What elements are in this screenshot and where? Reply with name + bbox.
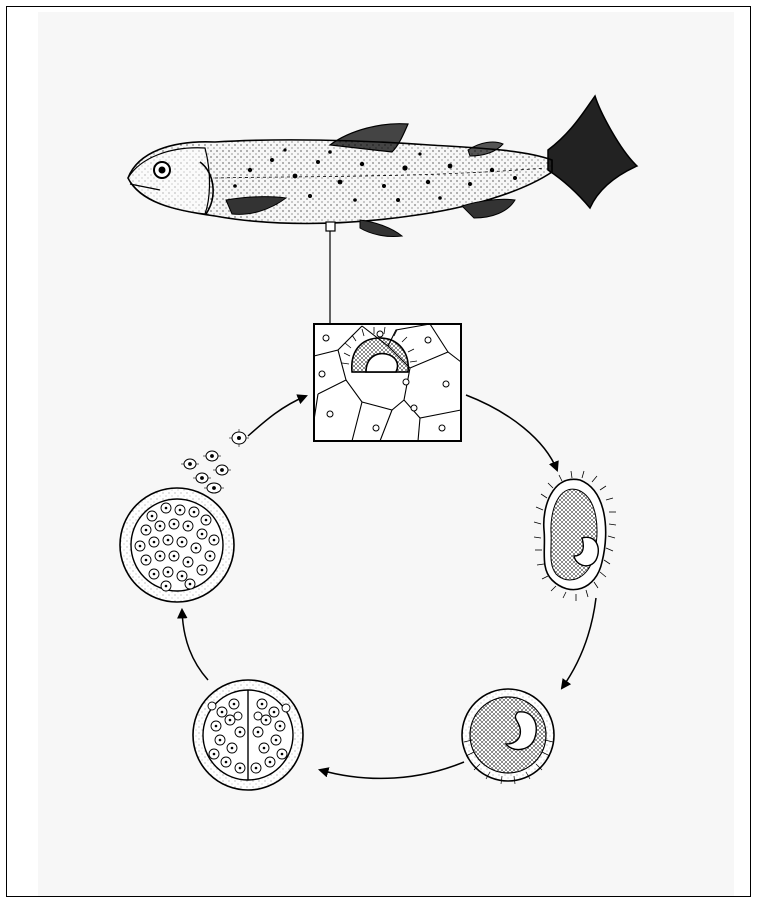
skin-infection-stage	[314, 324, 461, 441]
fish-illustration	[128, 96, 637, 237]
theront	[206, 451, 218, 461]
arrow-trophont-to-tomont	[562, 598, 596, 688]
theront	[207, 483, 221, 493]
fish-pelvic-fin	[360, 220, 402, 237]
mature-cyst-stage	[120, 488, 234, 602]
arrow-dividing-to-cyst	[182, 610, 208, 680]
encysted-tomont-stage	[462, 689, 554, 784]
free-trophont-stage	[534, 471, 616, 601]
theront	[184, 459, 196, 469]
theront	[232, 432, 246, 444]
released-theronts-stage	[181, 429, 249, 493]
skin-sample-marker	[326, 222, 335, 231]
fish-head	[128, 148, 210, 214]
arrow-skin-to-trophont	[466, 395, 557, 470]
arrow-theronts-to-skin	[248, 396, 306, 436]
fish-tail	[548, 96, 637, 208]
theront	[196, 473, 208, 483]
arrow-tomont-to-dividing	[320, 762, 464, 778]
theront	[216, 465, 228, 475]
dividing-tomont-stage	[193, 680, 303, 790]
fish-pupil	[159, 167, 166, 174]
